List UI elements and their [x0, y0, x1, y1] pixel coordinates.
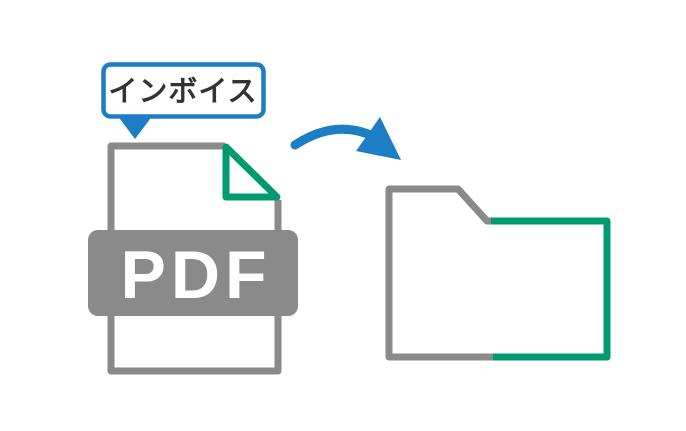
folder-body	[389, 189, 607, 357]
pdf-page-fold-icon	[222, 143, 281, 201]
arrow-curve	[290, 124, 380, 150]
tooltip-bubble	[101, 62, 266, 119]
folder-icon	[385, 185, 611, 361]
transfer-arrow-icon	[290, 117, 401, 160]
invoice-tooltip: インボイス	[101, 62, 266, 139]
tooltip-pointer-icon	[117, 115, 153, 139]
pdf-banner-label: PDF	[121, 237, 272, 313]
arrow-head	[356, 117, 401, 160]
pdf-banner	[88, 230, 298, 316]
tooltip-label: インボイス	[108, 75, 257, 108]
pdf-file-icon: PDF	[88, 142, 298, 375]
folder-outline-green	[491, 217, 611, 361]
folder-outline-gray	[385, 185, 495, 361]
